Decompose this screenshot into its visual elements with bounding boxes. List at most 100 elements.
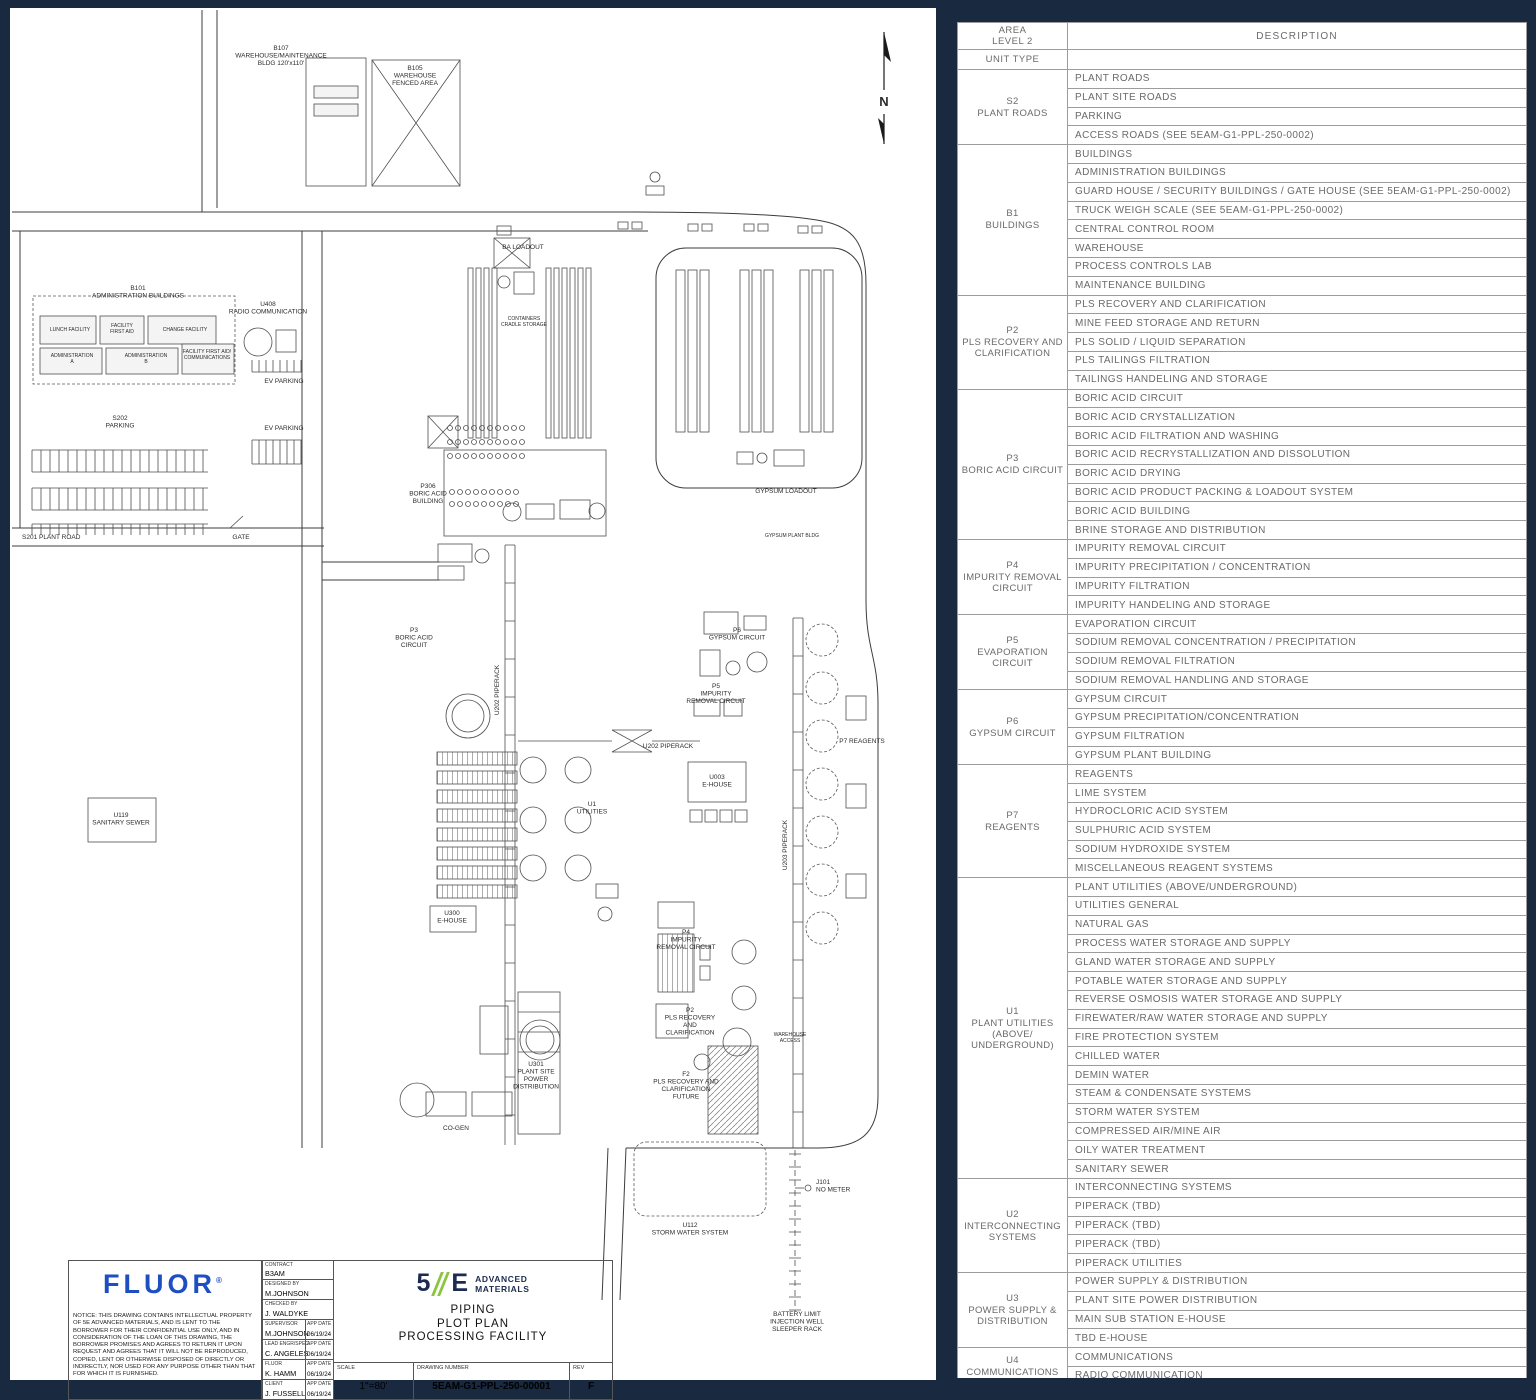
registered-mark: ® xyxy=(215,1276,222,1285)
plan-shape xyxy=(845,783,867,809)
plan-shape xyxy=(436,884,518,899)
description-cell: PARKING xyxy=(1067,106,1527,127)
unit-type-empty-cell xyxy=(1067,49,1527,70)
plan-shape xyxy=(31,523,208,535)
plan-shape xyxy=(704,809,718,823)
description-cell: IMPURITY REMOVAL CIRCUIT xyxy=(1067,538,1527,559)
plan-shape xyxy=(31,449,208,461)
description-cell: GYPSUM FILTRATION xyxy=(1067,726,1527,747)
title-block-notice-panel: FLUOR® NOTICE: THIS DRAWING CONTAINS INT… xyxy=(68,1260,262,1400)
plan-shape xyxy=(845,695,867,721)
plan-shape xyxy=(457,489,463,495)
plan-shape xyxy=(505,489,511,495)
description-cell: MAINTENANCE BUILDING xyxy=(1067,275,1527,296)
plan-shape xyxy=(436,751,518,766)
description-cell: IMPURITY PRECIPITATION / CONCENTRATION xyxy=(1067,557,1527,578)
plan-shape xyxy=(479,439,485,445)
description-cell: WAREHOUSE xyxy=(1067,238,1527,258)
plan-shape xyxy=(436,808,518,823)
description-cell: PROCESS WATER STORAGE AND SUPPLY xyxy=(1067,933,1527,954)
plan-shape xyxy=(689,809,703,823)
label-lunch-facility: LUNCH FACILITY xyxy=(50,327,91,333)
fluor-logo: FLUOR® xyxy=(103,1269,222,1299)
description-cell: FIREWATER/RAW WATER STORAGE AND SUPPLY xyxy=(1067,1008,1527,1029)
scale-cell: SCALE 1"=80' xyxy=(334,1363,414,1399)
plan-shape xyxy=(519,453,525,459)
plan-shape xyxy=(545,267,552,439)
label-ba-loadout: BA LOADOUT xyxy=(502,244,544,251)
plan-shape xyxy=(449,489,455,495)
plan-shape xyxy=(447,425,453,431)
plan-shape xyxy=(497,501,503,507)
plan-shape xyxy=(511,453,517,459)
plan-shape xyxy=(491,267,498,439)
description-cell: GYPSUM CIRCUIT xyxy=(1067,689,1527,710)
north-label: N xyxy=(879,94,888,109)
description-cell: BORIC ACID CRYSTALLIZATION xyxy=(1067,407,1527,428)
description-cell: FIRE PROTECTION SYSTEM xyxy=(1067,1027,1527,1048)
title-block-bottom-strip: SCALE 1"=80' DRAWING NUMBER 5EAM-G1-PPL-… xyxy=(334,1362,612,1399)
plan-shape xyxy=(811,269,822,433)
plan-shape xyxy=(436,770,518,785)
label-u203-piperack: U203 PIPERACK xyxy=(782,819,789,870)
label-facility-comm: FACILITY FIRST AID/COMMUNICATIONS xyxy=(183,349,232,361)
plan-shape xyxy=(436,789,518,804)
description-cell: REVERSE OSMOSIS WATER STORAGE AND SUPPLY xyxy=(1067,990,1527,1010)
description-cell: BORIC ACID CIRCUIT xyxy=(1067,388,1527,409)
plan-shape xyxy=(504,544,516,1145)
plan-shape xyxy=(503,425,509,431)
plan-shape xyxy=(511,425,517,431)
plan-shape xyxy=(467,267,474,439)
plan-shape xyxy=(513,489,519,495)
description-cell: PLANT SITE POWER DISTRIBUTION xyxy=(1067,1290,1527,1311)
label-ev-parking-2: EV PARKING xyxy=(264,425,303,432)
plan-shape xyxy=(585,267,592,439)
plan-shape xyxy=(436,846,518,861)
description-cell: PIPERACK UTILITIES xyxy=(1067,1253,1527,1273)
description-cell: SODIUM REMOVAL HANDLING AND STORAGE xyxy=(1067,670,1527,691)
plan-shape xyxy=(699,269,710,433)
rev-label: REV xyxy=(573,1365,585,1371)
label-u202-piperack-h: U202 PIPERACK xyxy=(643,743,694,750)
plan-shape xyxy=(734,809,748,823)
plan-shape xyxy=(719,809,733,823)
plan-shape xyxy=(473,501,479,507)
plan-shape xyxy=(805,911,839,945)
plan-shape xyxy=(473,489,479,495)
plan-shape xyxy=(463,439,469,445)
plan-shape xyxy=(465,489,471,495)
description-cell: PIPERACK (TBD) xyxy=(1067,1215,1527,1236)
plan-shape xyxy=(436,865,518,880)
description-cell: SODIUM REMOVAL FILTRATION xyxy=(1067,651,1527,672)
description-cell: PLS SOLID / LIQUID SEPARATION xyxy=(1067,332,1527,352)
plan-shape xyxy=(569,267,576,439)
plan-shape xyxy=(251,360,302,373)
plan-shape xyxy=(739,269,750,433)
plan-shape xyxy=(519,806,547,834)
